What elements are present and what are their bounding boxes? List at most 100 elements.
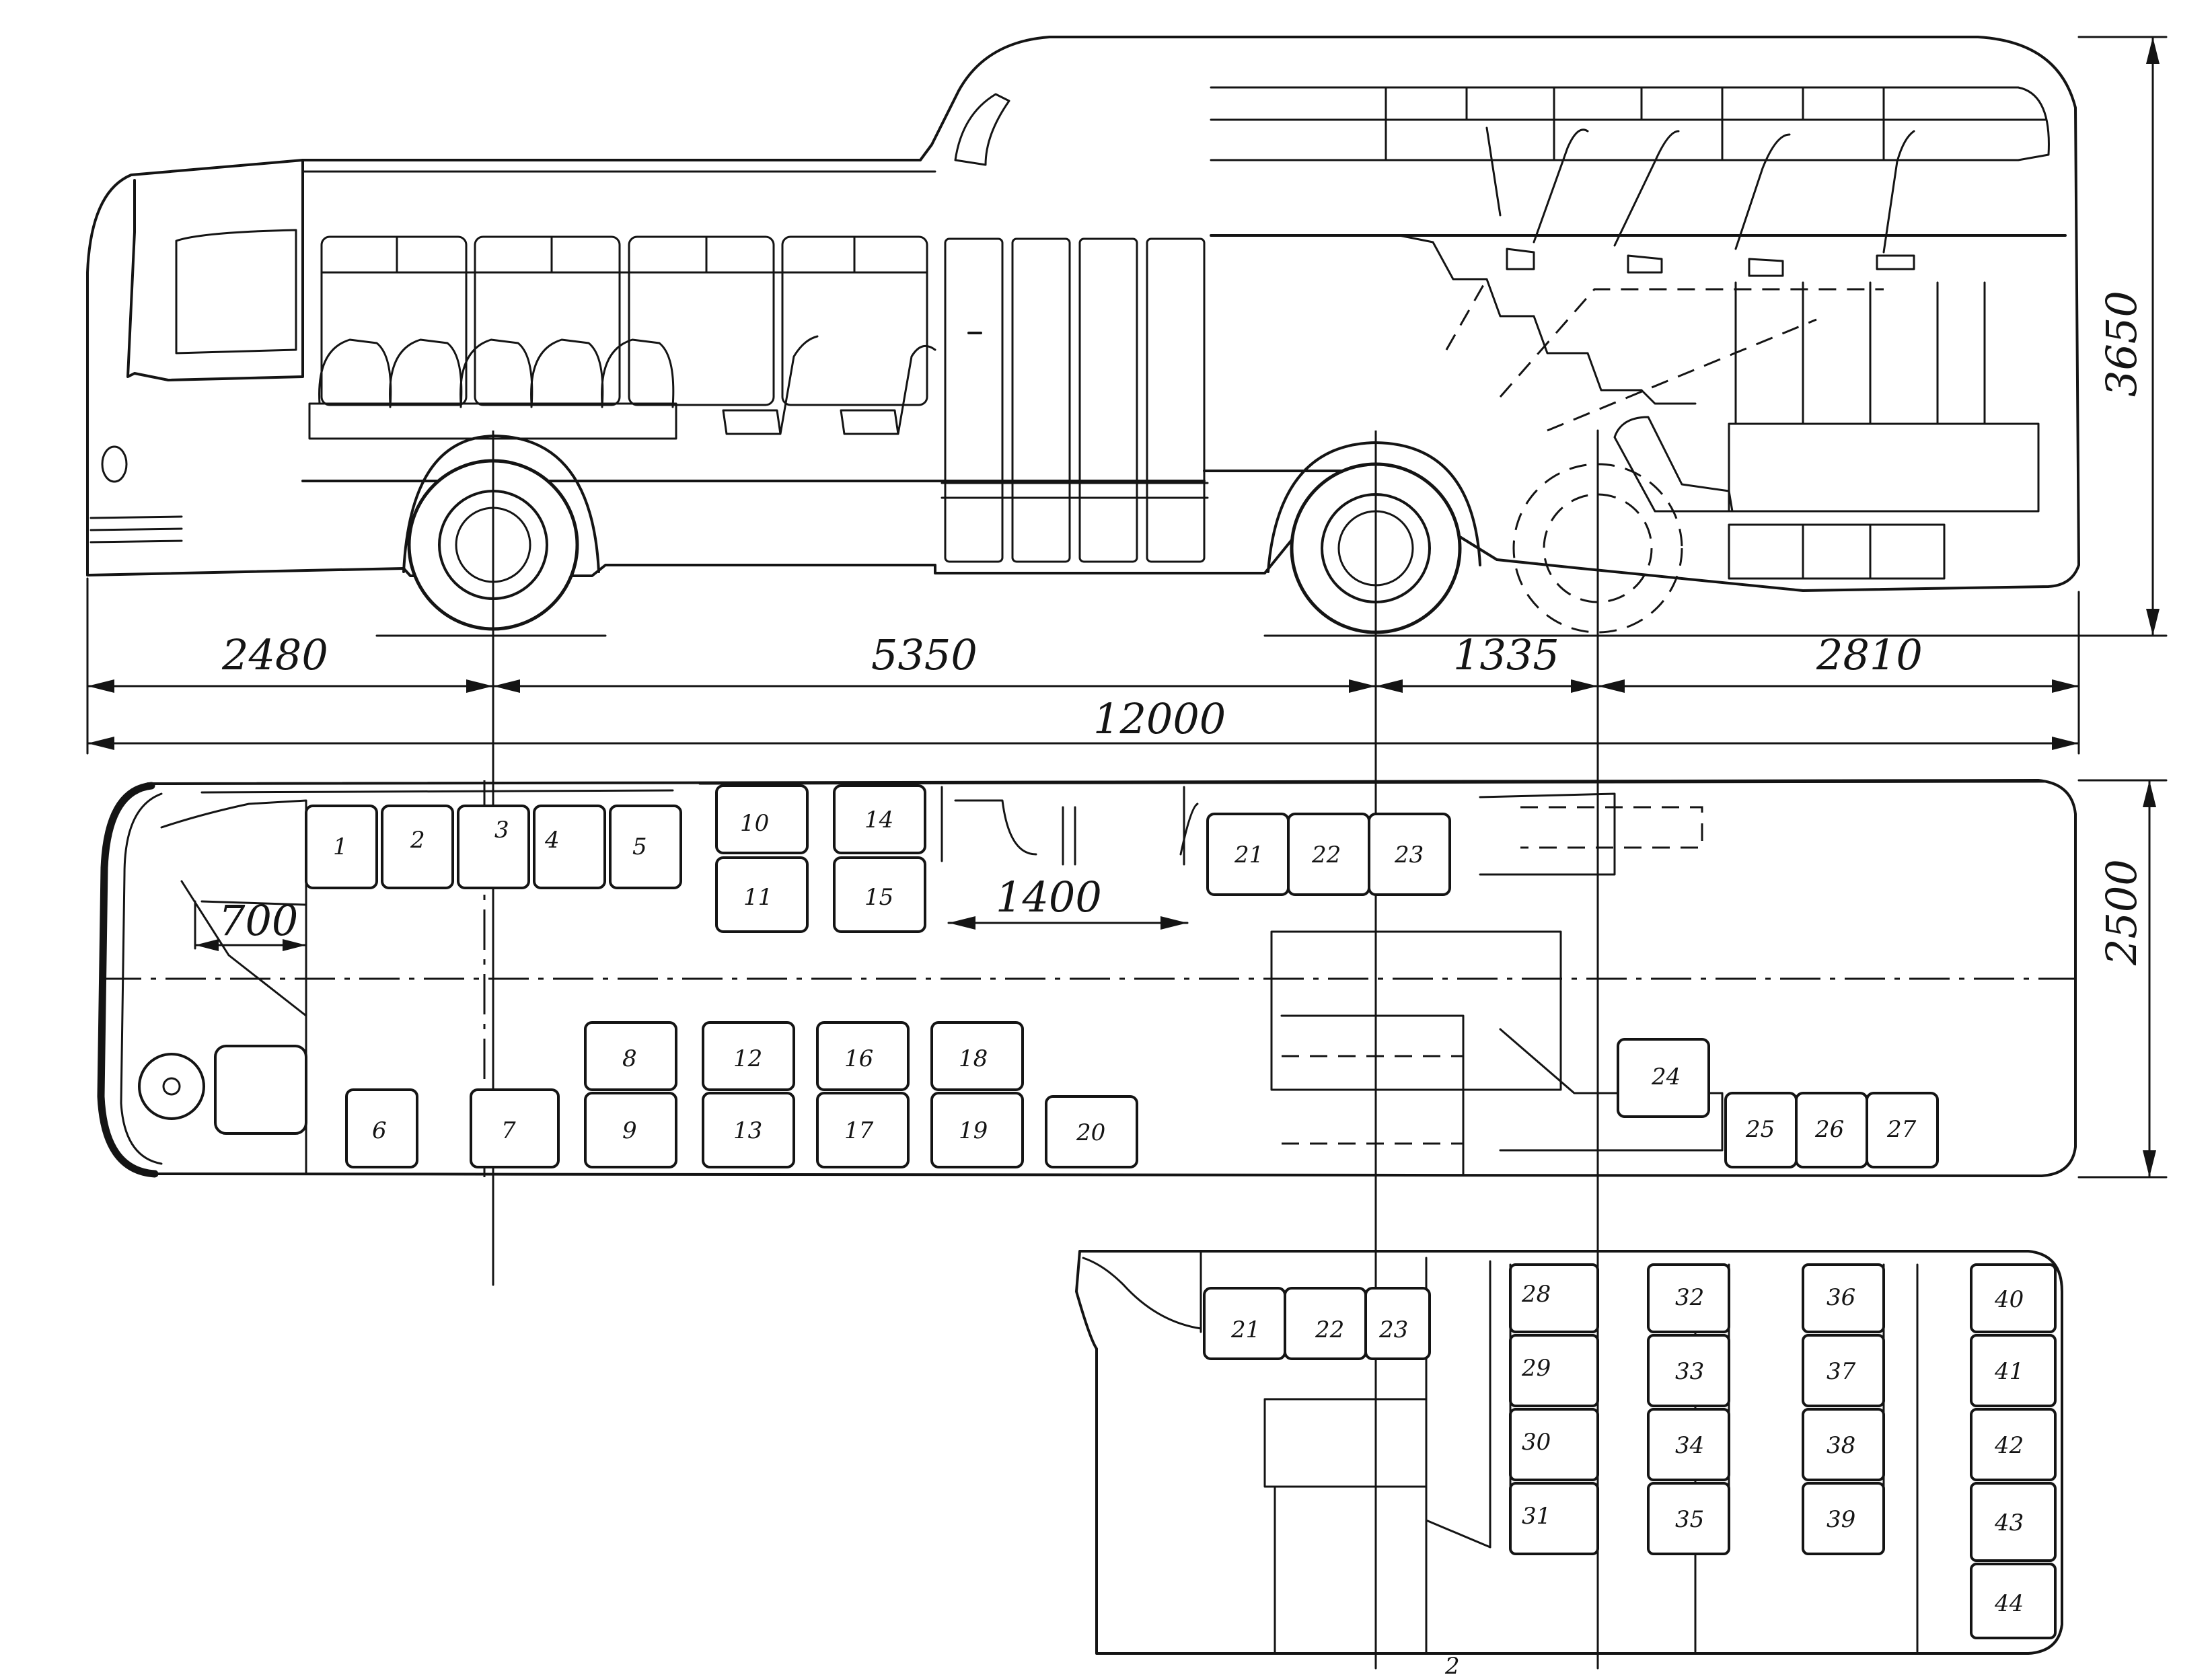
dim-front-overhang: 2480	[221, 630, 328, 679]
stair-well-upper	[1263, 1257, 1491, 1655]
rear-lower-windows	[1728, 281, 2040, 580]
seat	[1970, 1334, 2057, 1407]
side-window	[320, 235, 468, 406]
seat	[816, 1092, 910, 1168]
seat-number: 33	[1675, 1358, 1704, 1385]
seat-number: 29	[1521, 1355, 1551, 1382]
seat	[833, 784, 926, 854]
seat-number: 19	[959, 1117, 988, 1144]
seat-number: 21	[1234, 842, 1263, 868]
seat-number: 38	[1827, 1432, 1855, 1459]
seat-number: 31	[1522, 1503, 1551, 1530]
seat	[930, 1092, 1024, 1168]
arrowhead	[1571, 679, 1598, 693]
dim-tandem-spacing: 1335	[1453, 630, 1559, 679]
seat-number: 13	[733, 1117, 762, 1144]
arrowhead	[87, 679, 114, 693]
side-window	[628, 235, 775, 406]
arrowhead	[1376, 679, 1403, 693]
staircase	[1398, 234, 1697, 405]
seat-number: 12	[733, 1045, 762, 1072]
dim-door-width: 1400	[996, 872, 1102, 922]
seat	[609, 805, 682, 889]
seat-number: 32	[1675, 1284, 1704, 1311]
seat-back	[601, 338, 675, 408]
window-vent-lines	[320, 235, 928, 274]
seat	[1647, 1482, 1730, 1555]
seat-number: 34	[1675, 1432, 1704, 1459]
seat-number: 21	[1230, 1316, 1260, 1343]
seat	[930, 1021, 1024, 1091]
front-bumper	[97, 782, 159, 1178]
seat	[1802, 1482, 1885, 1555]
seat-number: 26	[1814, 1116, 1844, 1143]
upper-deck-windows	[1210, 86, 2050, 161]
arrowhead	[493, 679, 520, 693]
dim-overall-width: 2500	[2097, 859, 2146, 966]
seat-number: 28	[1521, 1281, 1551, 1308]
seat	[1970, 1263, 2057, 1333]
wheel-arch	[402, 435, 600, 573]
seat	[1509, 1263, 1599, 1333]
seat-number: 17	[844, 1117, 874, 1144]
seat	[1647, 1408, 1730, 1481]
seat	[833, 856, 926, 933]
door-leaf	[1011, 237, 1071, 563]
seat	[1970, 1408, 2057, 1481]
seat-back	[318, 338, 392, 408]
side-window	[474, 235, 621, 406]
seat-number: 16	[844, 1045, 873, 1072]
arrowhead	[87, 737, 114, 750]
entrance-doors	[941, 237, 1209, 563]
axle-centerlines	[492, 431, 1599, 679]
seat-number: 43	[1994, 1510, 2024, 1536]
lower-deck-seat-numbers: 1 2 3 4 5 6 7 8 9 10 11 12 13 14 15 16 1…	[333, 807, 1917, 1146]
seat-number: 22	[1315, 1316, 1344, 1343]
seat	[470, 1088, 560, 1168]
seat	[457, 805, 530, 889]
seat	[1509, 1334, 1599, 1407]
rear-platform	[1270, 792, 1724, 1175]
entrance-area	[160, 799, 307, 1175]
dim-overall-length: 12000	[1093, 694, 1226, 743]
rear-wheel-2-rim	[1543, 493, 1653, 603]
dim-entrance-depth: 700	[219, 896, 298, 945]
seat-number: 37	[1827, 1358, 1856, 1385]
upper-deck-side	[954, 86, 2067, 580]
door-leaf	[944, 237, 1004, 563]
front-cab	[126, 159, 304, 381]
seat-number: 1	[333, 833, 348, 860]
seat-number: 14	[864, 807, 893, 833]
arrowhead	[949, 916, 975, 930]
seat	[1509, 1482, 1599, 1555]
windshield	[175, 229, 297, 355]
seat	[702, 1021, 795, 1091]
single-seat	[840, 344, 936, 435]
front-inner-wall	[120, 792, 163, 1165]
seat-back	[530, 338, 604, 408]
dim-line-width	[2077, 779, 2168, 1179]
seat-number: 23	[1394, 842, 1424, 868]
dim-rear-overhang: 2810	[1816, 630, 1923, 679]
lower-deck-plan: 700 1400 2500	[97, 779, 2168, 1179]
seat-number: 27	[1886, 1116, 1917, 1143]
door-opening	[941, 786, 1199, 866]
seat-number: 24	[1651, 1064, 1681, 1090]
side-body-outline	[86, 36, 2080, 592]
seat-number: 35	[1675, 1506, 1704, 1533]
seat	[715, 784, 809, 854]
staircase-hidden	[1445, 278, 1884, 432]
seat-number: 8	[622, 1045, 637, 1072]
arrowhead	[2146, 37, 2160, 64]
seat-number: 44	[1994, 1590, 2024, 1617]
staircase-hidden-plan	[1282, 806, 1703, 1145]
seat	[345, 1088, 418, 1168]
seat	[1647, 1263, 1730, 1333]
lower-deck-windows	[320, 235, 928, 406]
headlight	[101, 445, 128, 483]
seat-number: 4	[544, 827, 560, 854]
seat-number: 25	[1745, 1116, 1775, 1143]
door-step-line	[941, 482, 1209, 499]
arrowhead	[195, 939, 219, 951]
arrowhead	[283, 939, 306, 951]
